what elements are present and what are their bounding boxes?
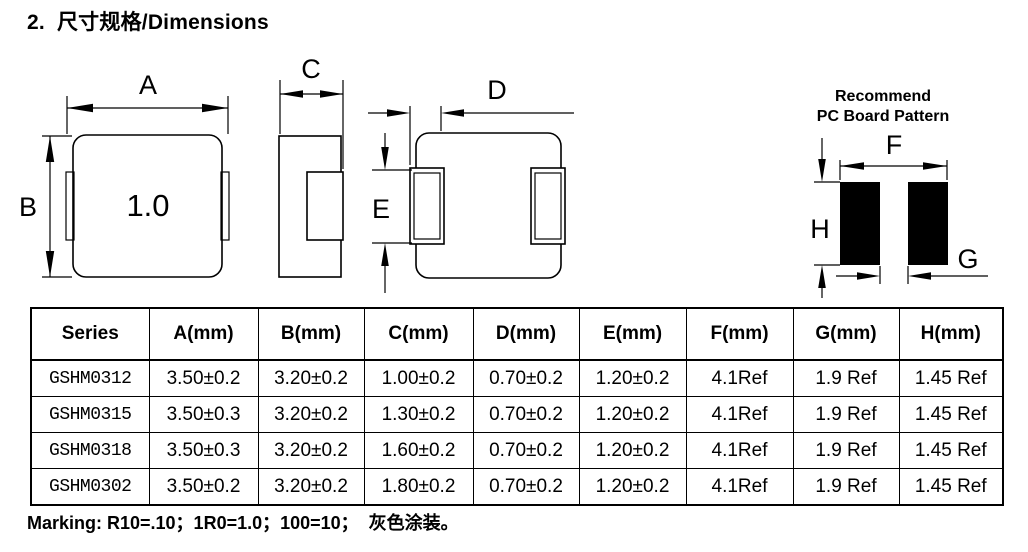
dim-c-label: C bbox=[301, 54, 321, 84]
pcb-pattern-title-line2: PC Board Pattern bbox=[817, 108, 949, 125]
cell-c: 1.00±0.2 bbox=[363, 359, 474, 397]
series-name: GSHM0318 bbox=[30, 432, 150, 469]
cell-e: 1.20±0.2 bbox=[578, 359, 687, 397]
side-view-drawing: C bbox=[278, 54, 344, 278]
inductance-marking-text: 1.0 bbox=[126, 188, 169, 223]
cell-e: 1.20±0.2 bbox=[578, 468, 687, 506]
table-row: GSHM0312 3.50±0.2 3.20±0.2 1.00±0.2 0.70… bbox=[30, 359, 1004, 397]
cell-d: 0.70±0.2 bbox=[472, 468, 580, 506]
marking-note: Marking: R10=.10；1R0=1.0；100=10； 灰色涂装。 bbox=[27, 513, 459, 533]
cell-a: 3.50±0.3 bbox=[148, 396, 259, 433]
col-header-g: G(mm) bbox=[792, 307, 900, 361]
side-view-terminal bbox=[306, 171, 344, 241]
cell-g: 1.9 Ref bbox=[792, 432, 900, 469]
table-row: GSHM0315 3.50±0.3 3.20±0.2 1.30±0.2 0.70… bbox=[30, 396, 1004, 433]
cell-h: 1.45 Ref bbox=[898, 359, 1004, 397]
dim-d-label: D bbox=[487, 75, 507, 105]
col-header-series: Series bbox=[30, 307, 150, 361]
cell-e: 1.20±0.2 bbox=[578, 432, 687, 469]
cell-d: 0.70±0.2 bbox=[472, 396, 580, 433]
dim-h-label: H bbox=[810, 214, 830, 244]
cell-b: 3.20±0.2 bbox=[257, 432, 365, 469]
dimensions-table: Series A(mm) B(mm) C(mm) D(mm) E(mm) F(m… bbox=[30, 307, 1004, 506]
dim-f-label: F bbox=[886, 130, 903, 160]
series-name: GSHM0312 bbox=[30, 359, 150, 397]
col-header-c: C(mm) bbox=[363, 307, 474, 361]
col-header-h: H(mm) bbox=[898, 307, 1004, 361]
dim-b-label: B bbox=[19, 192, 37, 222]
pcb-left-pad bbox=[840, 182, 880, 265]
cell-c: 1.80±0.2 bbox=[363, 468, 474, 506]
dimension-drawings: 1.0 A B C bbox=[19, 54, 988, 298]
cell-f: 4.1Ref bbox=[685, 432, 794, 469]
pcb-pattern-title-line1: Recommend bbox=[835, 88, 931, 105]
cell-g: 1.9 Ref bbox=[792, 359, 900, 397]
cell-a: 3.50±0.2 bbox=[148, 359, 259, 397]
page-title: 2. 尺寸规格/Dimensions bbox=[27, 11, 269, 34]
bottom-view-drawing: D E bbox=[368, 75, 574, 293]
cell-b: 3.20±0.2 bbox=[257, 396, 365, 433]
top-view-drawing: 1.0 A B bbox=[19, 70, 230, 278]
cell-a: 3.50±0.3 bbox=[148, 432, 259, 469]
cell-h: 1.45 Ref bbox=[898, 396, 1004, 433]
dim-g-label: G bbox=[957, 244, 978, 274]
series-name: GSHM0302 bbox=[30, 468, 150, 506]
top-view-body bbox=[72, 134, 223, 278]
cell-g: 1.9 Ref bbox=[792, 468, 900, 506]
cell-g: 1.9 Ref bbox=[792, 396, 900, 433]
dim-a-label: A bbox=[139, 70, 157, 100]
table-row: GSHM0302 3.50±0.2 3.20±0.2 1.80±0.2 0.70… bbox=[30, 468, 1004, 506]
series-name: GSHM0315 bbox=[30, 396, 150, 433]
cell-d: 0.70±0.2 bbox=[472, 359, 580, 397]
bottom-view-right-terminal-inner bbox=[534, 172, 562, 240]
cell-f: 4.1Ref bbox=[685, 396, 794, 433]
dim-e-label: E bbox=[372, 194, 390, 224]
cell-c: 1.30±0.2 bbox=[363, 396, 474, 433]
cell-b: 3.20±0.2 bbox=[257, 359, 365, 397]
table-header-row: Series A(mm) B(mm) C(mm) D(mm) E(mm) F(m… bbox=[30, 307, 1004, 361]
cell-c: 1.60±0.2 bbox=[363, 432, 474, 469]
col-header-e: E(mm) bbox=[578, 307, 687, 361]
top-view-left-terminal bbox=[65, 171, 75, 241]
col-header-d: D(mm) bbox=[472, 307, 580, 361]
col-header-f: F(mm) bbox=[685, 307, 794, 361]
pcb-pattern-drawing: Recommend PC Board Pattern F H bbox=[810, 88, 988, 298]
cell-a: 3.50±0.2 bbox=[148, 468, 259, 506]
col-header-a: A(mm) bbox=[148, 307, 259, 361]
bottom-view-left-terminal bbox=[409, 167, 445, 245]
cell-e: 1.20±0.2 bbox=[578, 396, 687, 433]
bottom-view-left-terminal-inner bbox=[413, 172, 441, 240]
bottom-view-right-terminal bbox=[530, 167, 566, 245]
top-view-right-terminal bbox=[220, 171, 230, 241]
col-header-b: B(mm) bbox=[257, 307, 365, 361]
pcb-right-pad bbox=[908, 182, 948, 265]
cell-h: 1.45 Ref bbox=[898, 432, 1004, 469]
cell-f: 4.1Ref bbox=[685, 359, 794, 397]
cell-b: 3.20±0.2 bbox=[257, 468, 365, 506]
cell-h: 1.45 Ref bbox=[898, 468, 1004, 506]
table-row: GSHM0318 3.50±0.3 3.20±0.2 1.60±0.2 0.70… bbox=[30, 432, 1004, 469]
cell-f: 4.1Ref bbox=[685, 468, 794, 506]
cell-d: 0.70±0.2 bbox=[472, 432, 580, 469]
